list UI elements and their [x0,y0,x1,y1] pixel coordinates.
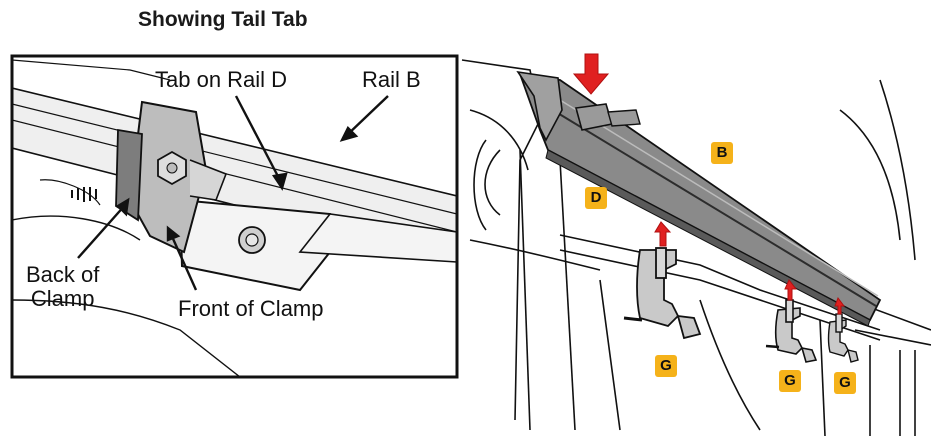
lift-arrow-small-icon [834,296,845,315]
leader-back-of-clamp [77,203,127,259]
part-tag-d: D [585,187,607,209]
rail-b-assembly [516,70,882,327]
inset-clamp-back [115,128,143,222]
clamp-g-small [827,296,859,363]
clamp-g-small-screw [835,313,843,333]
clamp-g-medium-jaw [800,346,818,363]
label-back-of-clamp-line2: Clamp [30,286,95,311]
rail-b-body [518,72,882,322]
callout-leaders [77,95,389,291]
part-tag-b: B [711,142,733,164]
leader-front-of-clamp [168,231,198,291]
label-front-of-clamp: Front of Clamp [178,296,324,321]
clamp-g-medium-screw [785,299,794,323]
label-rail-b: Rail B [362,67,421,92]
part-tag-g-small: G [834,372,856,394]
part-tag-g-large: G [655,355,677,377]
rail-b-groove [555,111,877,307]
label-back-of-clamp-line1: Back of [26,262,100,287]
label-back-of-clamp: Back of Clamp [26,263,99,311]
clamp-g-medium-bolt [765,344,780,349]
lift-arrow-large-icon [654,221,672,247]
diagram-title: Showing Tail Tab [138,8,308,31]
leader-tab-on-rail-d [234,95,284,185]
leader-rail-b [345,95,389,137]
part-tag-g-medium: G [779,370,801,392]
detail-inset-frame [10,54,459,379]
press-down-arrow-icon [572,53,610,95]
vent-slots-icon [71,187,97,202]
clamp-g-small-jaw [847,349,859,363]
clamp-g-large-jaw [676,314,702,340]
tail-tab-bracket [607,109,641,127]
detail-inset-artwork [12,56,457,377]
clamp-g-medium [765,279,818,363]
clamp-g-large [623,221,702,340]
truck-bed-illustration [461,59,931,436]
clamp-g-large-screw [655,247,667,279]
label-tab-on-rail-d: Tab on Rail D [155,67,288,92]
lift-arrow-medium-icon [784,279,798,301]
clamp-g-large-bolt [623,316,643,322]
rail-b-shadow [545,149,871,327]
rail-b-highlight [559,99,879,297]
rail-b-end-cap [516,70,563,142]
